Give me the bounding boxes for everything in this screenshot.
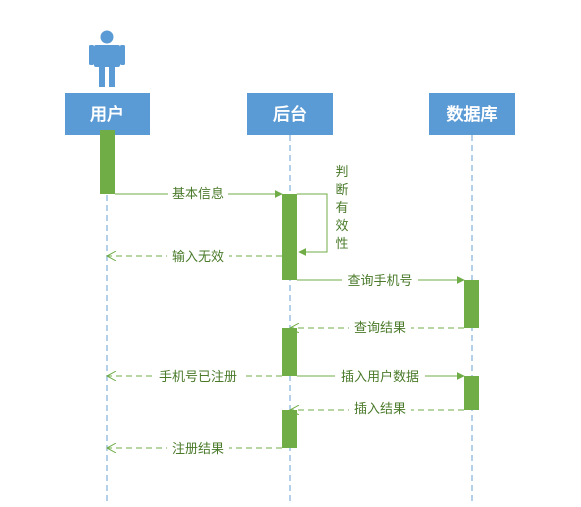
message-query-result: 查询结果 — [290, 319, 464, 336]
message-validate-char: 判 — [335, 165, 348, 180]
message-phone-registered-label: 手机号已注册 — [159, 370, 237, 385]
message-register-result-label: 注册结果 — [172, 442, 224, 457]
message-insert-user: 插入用户数据 — [297, 367, 465, 385]
person-icon — [89, 30, 125, 87]
activation-user — [100, 130, 115, 194]
message-register-result: 注册结果 — [107, 439, 282, 457]
message-insert-user-label: 插入用户数据 — [341, 369, 419, 385]
participant-database-label: 数据库 — [447, 104, 498, 125]
message-validate-label: 判断有效性 — [335, 165, 348, 252]
message-validate-char: 性 — [335, 237, 348, 252]
participant-backend-label: 后台 — [273, 104, 307, 125]
message-validate-self: 判断有效性 — [297, 165, 349, 256]
activation-database-2 — [464, 376, 479, 410]
participant-user: 用户 — [65, 93, 150, 135]
activation-database-1 — [464, 280, 479, 328]
message-input-invalid: 输入无效 — [107, 247, 282, 265]
participant-user-label: 用户 — [90, 104, 124, 125]
message-validate-char: 效 — [335, 219, 348, 234]
message-basic-info: 基本信息 — [115, 185, 283, 202]
message-query-result-label: 查询结果 — [354, 321, 406, 336]
message-validate-char: 断 — [335, 183, 348, 198]
message-query-phone-label: 查询手机号 — [347, 274, 412, 289]
message-query-phone: 查询手机号 — [297, 271, 465, 289]
message-insert-result-label: 插入结果 — [354, 402, 406, 417]
activation-backend-2 — [282, 328, 297, 376]
message-validate-char: 有 — [335, 201, 348, 216]
participant-backend: 后台 — [247, 93, 333, 135]
participant-database: 数据库 — [429, 93, 515, 135]
message-basic-info-label: 基本信息 — [172, 186, 224, 202]
message-input-invalid-label: 输入无效 — [172, 249, 224, 265]
activation-backend-1 — [282, 194, 297, 280]
message-phone-registered: 手机号已注册 — [107, 367, 282, 385]
message-insert-result: 插入结果 — [290, 401, 464, 417]
activation-backend-3 — [282, 410, 297, 448]
